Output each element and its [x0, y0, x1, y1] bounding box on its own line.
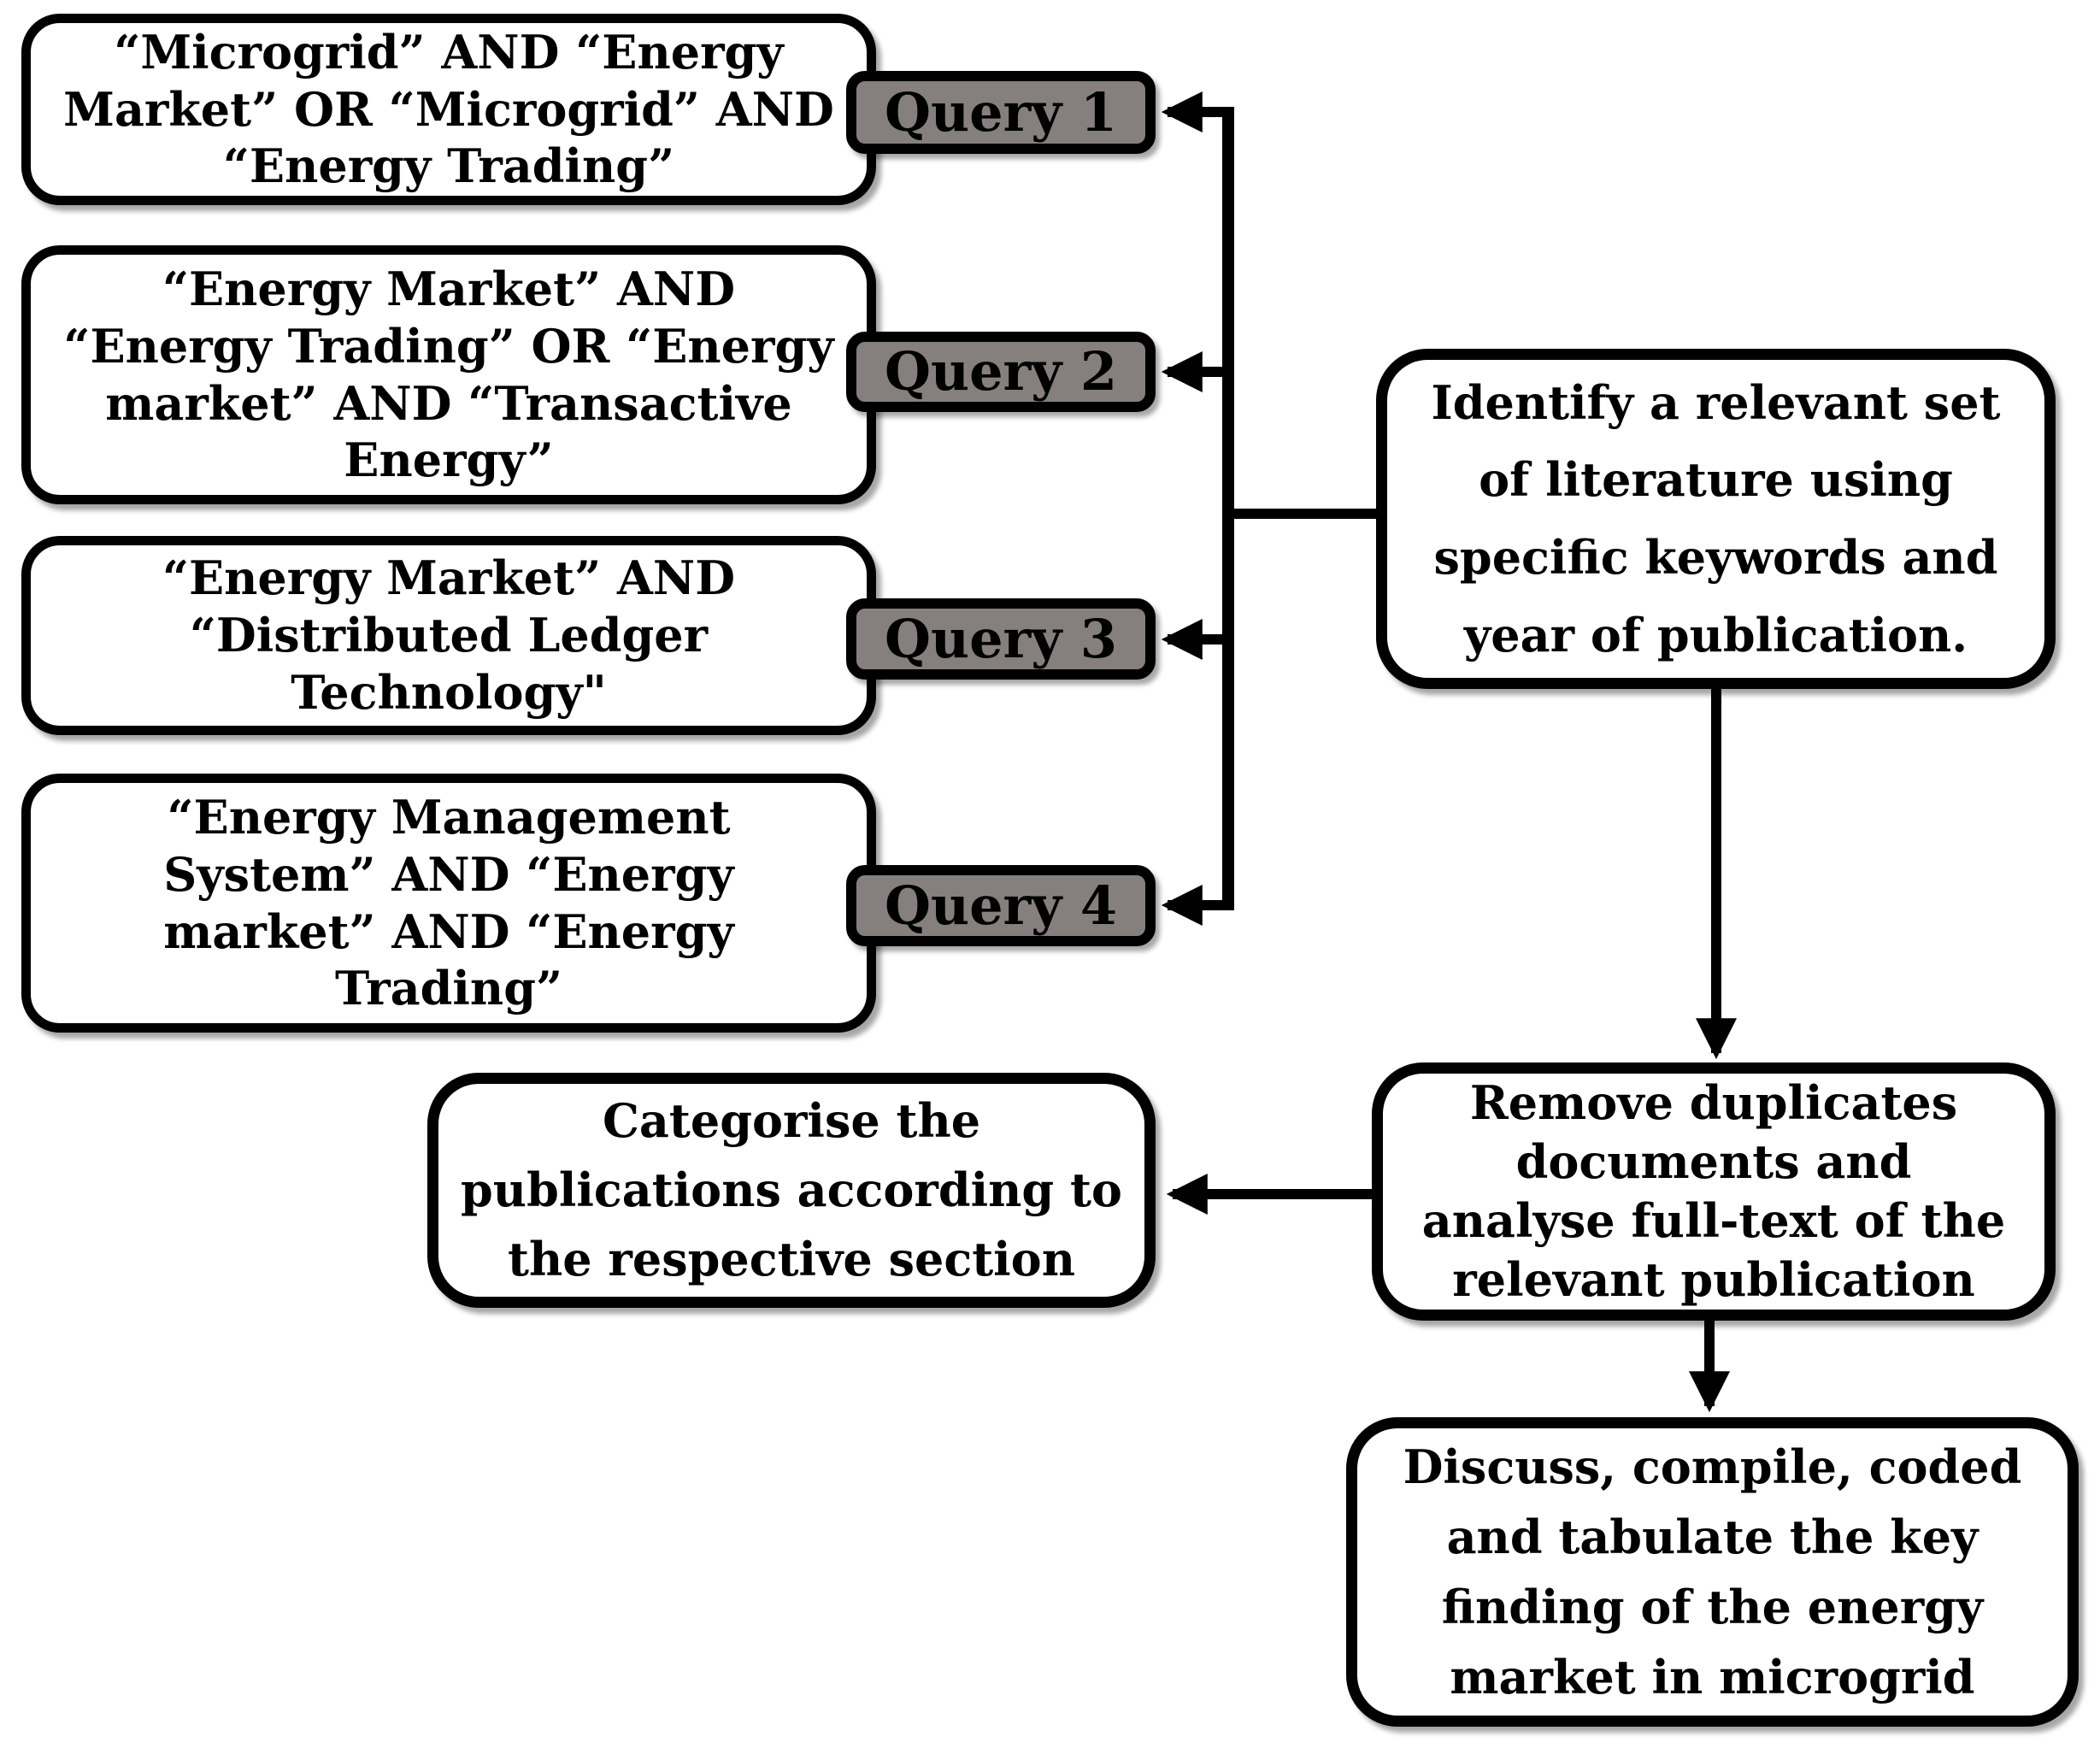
categorise-publications-text: Categorise the publications according to… — [461, 1093, 1122, 1286]
query-terms-box-3: “Energy Market” AND “Distributed Ledger … — [21, 536, 876, 735]
query-label-2: Query 2 — [846, 332, 1156, 412]
identify-literature-box: Identify a relevant set of literature us… — [1376, 349, 2056, 689]
query-terms-text-3: “Energy Market” AND “Distributed Ledger … — [162, 550, 736, 720]
query-label-3: Query 3 — [846, 598, 1156, 680]
query-terms-text-1: “Microgrid” AND “Energy Market” OR “Micr… — [63, 24, 834, 194]
query-label-4: Query 4 — [846, 865, 1156, 946]
query-terms-box-2: “Energy Market” AND “Energy Trading” OR … — [21, 245, 876, 504]
query-label-text-4: Query 4 — [885, 874, 1117, 937]
identify-literature-text: Identify a relevant set of literature us… — [1431, 374, 2001, 662]
remove-duplicates-box: Remove duplicates documents and analyse … — [1372, 1062, 2056, 1321]
query-terms-box-4: “Energy Management System” AND “Energy m… — [21, 774, 876, 1033]
query-terms-box-1: “Microgrid” AND “Energy Market” OR “Micr… — [21, 14, 876, 205]
query-terms-text-4: “Energy Management System” AND “Energy m… — [163, 789, 734, 1016]
query-label-1: Query 1 — [846, 71, 1156, 154]
discuss-compile-text: Discuss, compile, coded and tabulate the… — [1403, 1439, 2022, 1705]
query-terms-text-2: “Energy Market” AND “Energy Trading” OR … — [63, 261, 834, 488]
remove-duplicates-text: Remove duplicates documents and analyse … — [1421, 1074, 2006, 1308]
categorise-publications-box: Categorise the publications according to… — [427, 1073, 1156, 1308]
query-label-text-2: Query 2 — [885, 340, 1117, 403]
query-label-text-3: Query 3 — [885, 607, 1117, 670]
discuss-compile-box: Discuss, compile, coded and tabulate the… — [1346, 1417, 2079, 1727]
query-label-text-1: Query 1 — [885, 80, 1117, 144]
